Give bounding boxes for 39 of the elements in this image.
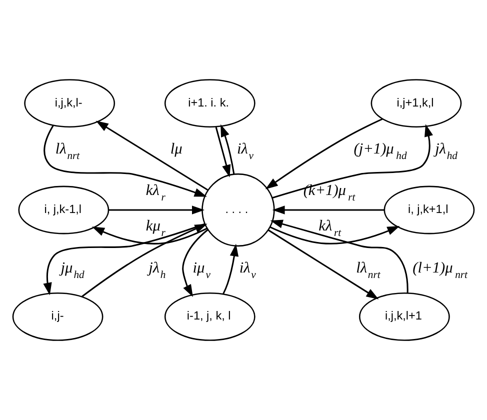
node-ellipse: i,j+1,k,l bbox=[370, 79, 462, 128]
edge-label: (k+1)μ$_{rt}$ bbox=[303, 182, 356, 204]
arrow bbox=[108, 206, 205, 214]
arrow bbox=[182, 229, 208, 298]
edge-label: lλ$_{nrt}$ bbox=[356, 259, 380, 281]
node-circle: . . . . bbox=[202, 173, 275, 247]
arrow bbox=[43, 223, 205, 296]
edge-label: jλ$_{hd}$ bbox=[435, 140, 458, 162]
edge-label: kλ$_{rt}$ bbox=[318, 218, 342, 240]
edge-label: jμ$_{hd}$ bbox=[60, 259, 84, 281]
node-ellipse: i-1, j, k, l bbox=[164, 292, 256, 341]
edge-label: (l+1)μ$_{nrt}$ bbox=[412, 259, 468, 281]
edge-label: iμ$_{v}$ bbox=[192, 259, 210, 281]
edge-label: (j+1)μ$_{hd}$ bbox=[354, 140, 407, 162]
arrow bbox=[265, 118, 383, 190]
arrow bbox=[268, 229, 379, 300]
edge-label: lλ$_{nrt}$ bbox=[55, 140, 80, 162]
node-ellipse: i+1. i. k. bbox=[164, 79, 256, 128]
edge-label: kλ$_{r}$ bbox=[146, 182, 166, 204]
arrow bbox=[215, 126, 231, 178]
edge-label: lμ bbox=[170, 140, 182, 158]
edge-label: kμ$_{r}$ bbox=[146, 218, 166, 240]
edge-label: iλ$_{v}$ bbox=[239, 259, 256, 281]
edge-label: iλ$_{v}$ bbox=[237, 140, 254, 162]
arrow bbox=[270, 220, 408, 294]
arrow bbox=[222, 244, 239, 294]
arrow bbox=[272, 206, 384, 214]
node-ellipse: i,j,k,l+1 bbox=[358, 292, 450, 341]
node-ellipse: i, j,k-1,l bbox=[18, 186, 110, 234]
arrow bbox=[44, 125, 207, 197]
arrow bbox=[272, 124, 433, 199]
arrow bbox=[220, 124, 235, 174]
arrow bbox=[81, 224, 208, 298]
edge-label: jλ$_{h}$ bbox=[148, 259, 166, 281]
arrow bbox=[270, 226, 400, 244]
node-ellipse: i,j,k,l- bbox=[24, 79, 116, 128]
arrow bbox=[96, 120, 208, 191]
arrow bbox=[92, 226, 208, 244]
node-ellipse: i,j- bbox=[12, 292, 104, 341]
